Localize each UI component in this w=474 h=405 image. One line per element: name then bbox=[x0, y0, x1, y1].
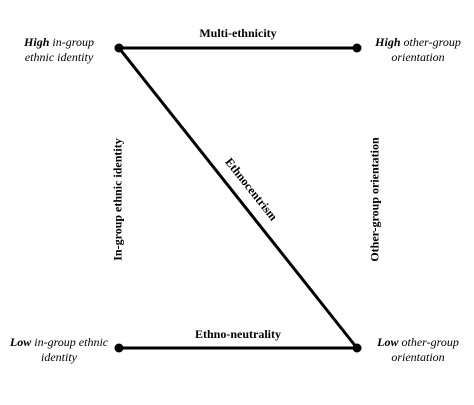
diagonal-edge-line bbox=[117, 47, 359, 349]
bottom-right-line1: other-group bbox=[398, 335, 459, 349]
top-left-corner-label: High in-group ethnic identity bbox=[14, 35, 104, 65]
top-right-corner-label: High other-group orientation bbox=[370, 35, 466, 65]
top-right-line1: other-group bbox=[400, 35, 461, 49]
top-left-node bbox=[114, 43, 124, 53]
top-left-line2: ethnic identity bbox=[24, 50, 94, 64]
top-left-strong: High bbox=[24, 35, 50, 49]
bottom-left-node bbox=[114, 343, 124, 353]
top-right-line2: orientation bbox=[391, 50, 445, 64]
top-right-strong: High bbox=[375, 35, 401, 49]
bottom-edge-label: Ethno-neutrality bbox=[194, 327, 281, 341]
bottom-right-corner-label: Low other-group orientation bbox=[370, 335, 466, 365]
top-edge-label: Multi-ethnicity bbox=[199, 26, 277, 40]
top-left-line1: in-group bbox=[49, 35, 94, 49]
bottom-left-strong: Low bbox=[9, 335, 32, 349]
left-axis-label: In-group ethnic identity bbox=[110, 138, 125, 261]
bottom-right-strong: Low bbox=[377, 335, 399, 349]
bottom-left-line1: in-group ethnic bbox=[31, 335, 109, 349]
top-right-node bbox=[352, 43, 362, 53]
right-axis-label: Other-group orientation bbox=[367, 137, 382, 262]
bottom-right-node bbox=[352, 343, 362, 353]
bottom-left-line2: identity bbox=[41, 350, 77, 364]
bottom-left-corner-label: Low in-group ethnic identity bbox=[6, 335, 112, 365]
bottom-right-line2: orientation bbox=[391, 350, 445, 364]
